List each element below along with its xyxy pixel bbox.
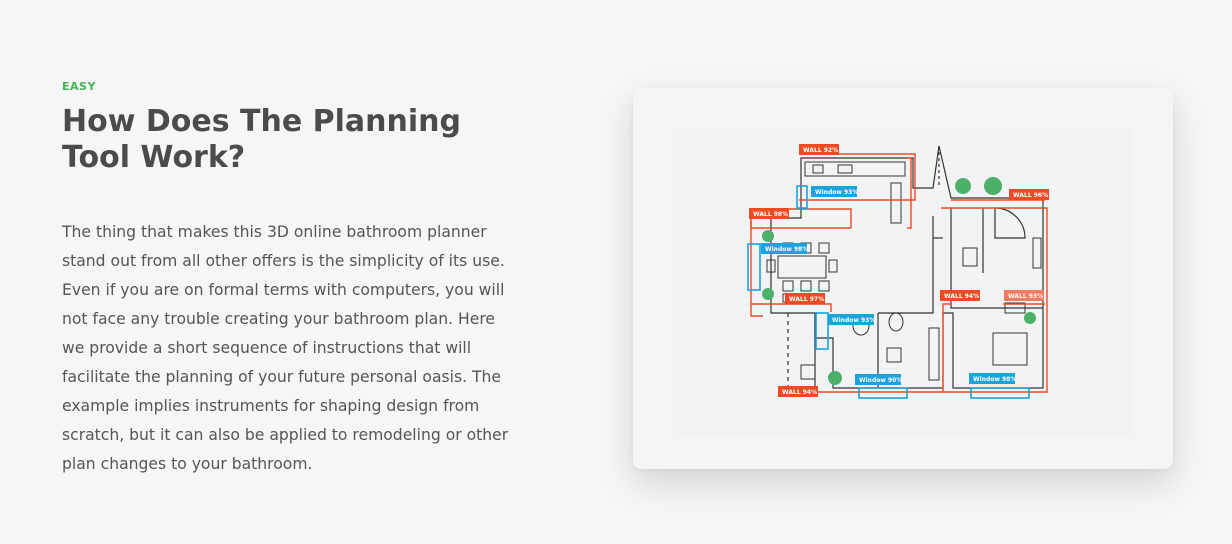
wall-tag: WALL 92% (799, 144, 839, 155)
wall-tag: WALL 94% (940, 290, 980, 301)
wall-tag: WALL 93% (1004, 290, 1044, 301)
window-tags: Window 93% Window 98% Window 93% Window … (761, 186, 1016, 385)
svg-text:WALL 94%: WALL 94% (944, 293, 979, 300)
wall-tag: WALL 96% (1009, 189, 1049, 200)
window-detection-outlines (747, 185, 1030, 399)
wall-tags: WALL 92% WALL 96% WALL 98% WALL 97% WALL… (749, 144, 1049, 397)
svg-text:WALL 94%: WALL 94% (782, 389, 817, 396)
svg-text:Window 98%: Window 98% (973, 376, 1016, 383)
window-tag: Window 98% (761, 243, 808, 254)
svg-text:WALL 92%: WALL 92% (803, 147, 838, 154)
window-tag: Window 93% (811, 186, 858, 197)
grid-background (673, 128, 1133, 438)
section-description: The thing that makes this 3D online bath… (62, 223, 509, 473)
svg-text:Window 98%: Window 98% (765, 246, 808, 253)
svg-text:Window 93%: Window 93% (832, 317, 875, 324)
svg-text:WALL 98%: WALL 98% (753, 211, 788, 218)
svg-text:Window 90%: Window 90% (859, 377, 902, 384)
plant-icons (762, 177, 1036, 385)
floor-plan-card: WALL 92% WALL 96% WALL 98% WALL 97% WALL… (633, 88, 1173, 469)
window-tag: Window 98% (969, 373, 1016, 384)
window-tag: Window 90% (855, 374, 902, 385)
wall-tag: WALL 94% (778, 386, 818, 397)
svg-text:WALL 96%: WALL 96% (1013, 192, 1048, 199)
window-tag: Window 93% (828, 314, 875, 325)
svg-text:WALL 93%: WALL 93% (1008, 293, 1043, 300)
floor-plan-illustration: WALL 92% WALL 96% WALL 98% WALL 97% WALL… (673, 128, 1133, 438)
wall-tag: WALL 97% (785, 293, 825, 304)
plan-furniture (766, 161, 1042, 381)
svg-text:WALL 97%: WALL 97% (789, 296, 824, 303)
wall-tag: WALL 98% (749, 208, 789, 219)
section-title: How Does The Planning Tool Work? (62, 104, 461, 175)
eyebrow-label: EASY (62, 80, 96, 93)
svg-text:Window 93%: Window 93% (815, 189, 858, 196)
